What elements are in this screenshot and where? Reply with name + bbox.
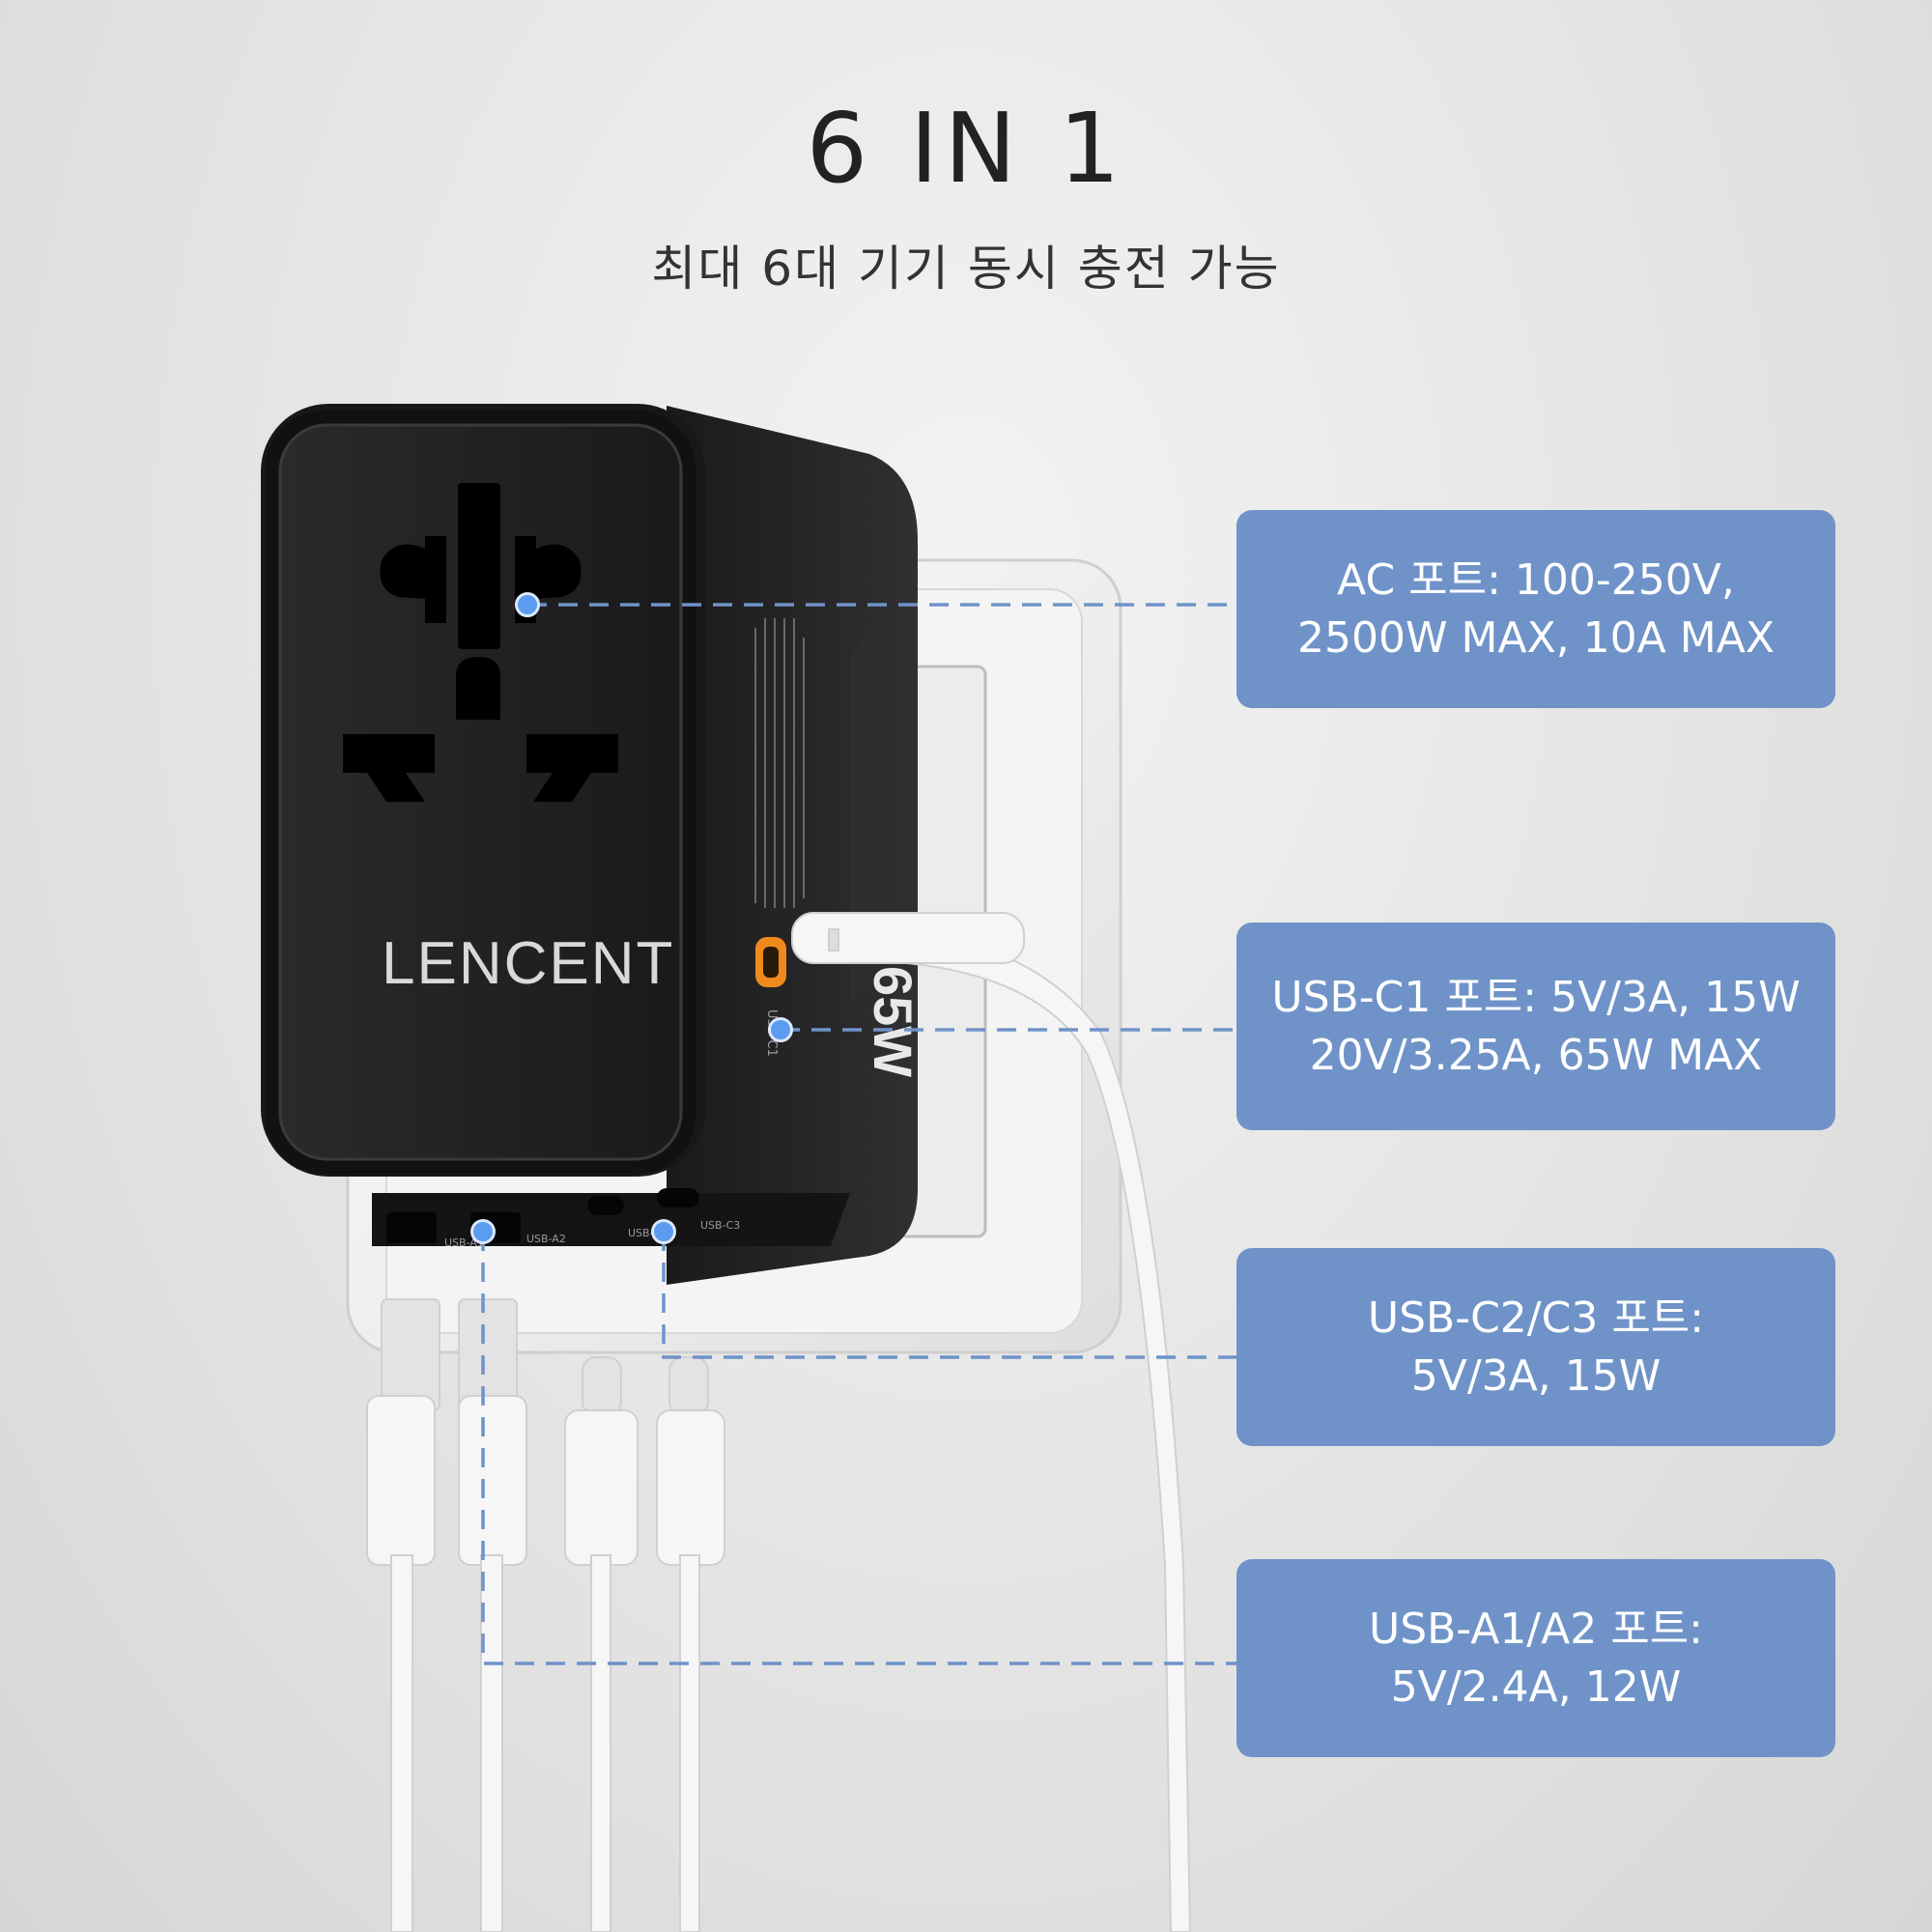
ac-port-callout-line-2: 2500W MAX, 10A MAX xyxy=(1297,612,1775,663)
usb-c1-callout: USB-C1 포트: 5V/3A, 15W 20V/3.25A, 65W MAX xyxy=(1236,923,1835,1130)
usb-a2-port-label: USB-A2 xyxy=(526,1233,566,1245)
usb-a1-a2-callout-line-2: 5V/2.4A, 12W xyxy=(1390,1662,1682,1712)
leader-lines xyxy=(481,603,1236,1665)
page-title: 6 IN 1 xyxy=(806,92,1126,205)
ac-port-callout: AC 포트: 100-250V, 2500W MAX, 10A MAX xyxy=(1236,510,1835,708)
wattage-mark-text: 65W xyxy=(863,966,923,1077)
brand-logo: LENCENT xyxy=(382,930,675,997)
usb-a-marker xyxy=(470,1219,496,1244)
cables xyxy=(366,912,1192,1932)
usb-a1-a2-callout: USB-A1/A2 포트: 5V/2.4A, 12W xyxy=(1236,1559,1835,1757)
usb-a1-a2-callout-line-1: USB-A1/A2 포트: xyxy=(1368,1604,1703,1654)
adapter-side-panel xyxy=(667,406,918,1285)
page-subtitle: 최대 6대 기기 동시 충전 가능 xyxy=(651,241,1281,297)
bottom-ports: USB-A1 USB-A2 USB-C2 USB-C3 xyxy=(372,1188,850,1249)
usb-c1-marker xyxy=(768,1017,793,1042)
usb-c2-c3-callout-line-2: 5V/3A, 15W xyxy=(1410,1350,1662,1401)
adapter-body xyxy=(261,404,705,1177)
usb-c1-callout-line-2: 20V/3.25A, 65W MAX xyxy=(1309,1030,1763,1080)
usb-c23-marker xyxy=(651,1219,676,1244)
universal-socket xyxy=(343,483,618,802)
ac-port-marker xyxy=(515,592,540,617)
wattage-mark: 65W xyxy=(863,966,923,1077)
usb-c3-port-label: USB-C3 xyxy=(700,1219,740,1232)
usb-c1-callout-line-1: USB-C1 포트: 5V/3A, 15W xyxy=(1271,972,1801,1022)
ac-port-callout-line-1: AC 포트: 100-250V, xyxy=(1337,554,1735,605)
usb-c2-c3-callout: USB-C2/C3 포트: 5V/3A, 15W xyxy=(1236,1248,1835,1446)
side-spec-print xyxy=(754,618,805,908)
usb-c2-c3-callout-line-1: USB-C2/C3 포트: xyxy=(1367,1293,1705,1343)
